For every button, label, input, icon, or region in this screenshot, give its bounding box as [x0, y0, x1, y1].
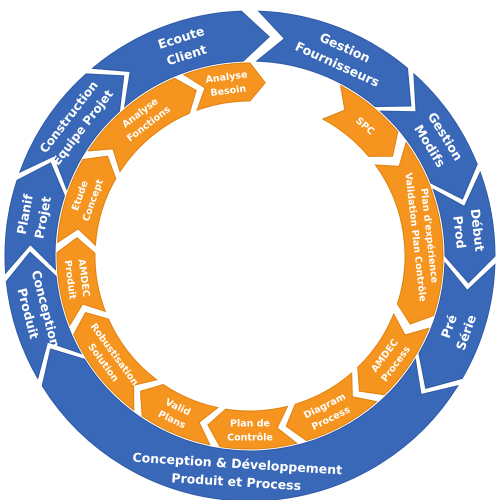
- segment-label-amdec-produit-1: AMDEC: [76, 258, 92, 297]
- segment-shape-amdec-process: [357, 312, 430, 396]
- segment-label-planif-projet-1: Planif: [14, 192, 36, 235]
- segment-shape-planif-projet: [4, 162, 66, 275]
- segment-shape-diagram-process: [285, 371, 378, 442]
- segment-shape-debut-prod: [432, 170, 496, 284]
- segment-shape-pre-serie: [418, 261, 496, 390]
- segment-label-amdec-produit-2: Produit: [62, 259, 78, 300]
- segment-shape-ecoute-client: [91, 10, 270, 108]
- segment-shape-spc: [321, 84, 399, 157]
- segment-shape-robustisation-solution: [73, 312, 158, 412]
- segment-plan-de-controle: Plan de Contrôle: [207, 405, 298, 450]
- segment-shape-plan-experience: [374, 141, 444, 325]
- segment-label-analyse-besoin-1: Analyse: [205, 69, 248, 85]
- segment-label-pre-serie-1: Pré: [438, 313, 460, 340]
- segment-label-debut-prod-1: Début: [468, 208, 488, 252]
- segment-label-plan-de-controle-2: Contrôle: [227, 432, 273, 443]
- segment-label-plan-de-controle-1: Plan de: [230, 419, 270, 430]
- segment-shape-gestion-fournisseurs: [255, 10, 412, 108]
- segment-spc: SPC: [321, 84, 399, 157]
- segment-shape-analyse-besoin: [182, 62, 266, 112]
- segment-shape-gestion-modifs: [379, 72, 478, 200]
- segment-shape-etude-concept: [56, 155, 117, 247]
- segment-shape-conception-produit: [5, 251, 83, 380]
- segment-shape-construction-equipe-projet: [18, 73, 125, 191]
- segment-label-analyse-besoin-2: Besoin: [210, 83, 247, 99]
- segment-label-debut-prod-2: Prod: [450, 215, 469, 249]
- segment-shape-conception-developpement: [41, 348, 459, 500]
- segment-shape-valid-plans: [139, 383, 219, 446]
- segment-shape-analyse-fonctions: [87, 77, 197, 173]
- segment-shape-amdec-produit: [56, 237, 107, 327]
- segment-shape-plan-de-controle: [207, 405, 298, 450]
